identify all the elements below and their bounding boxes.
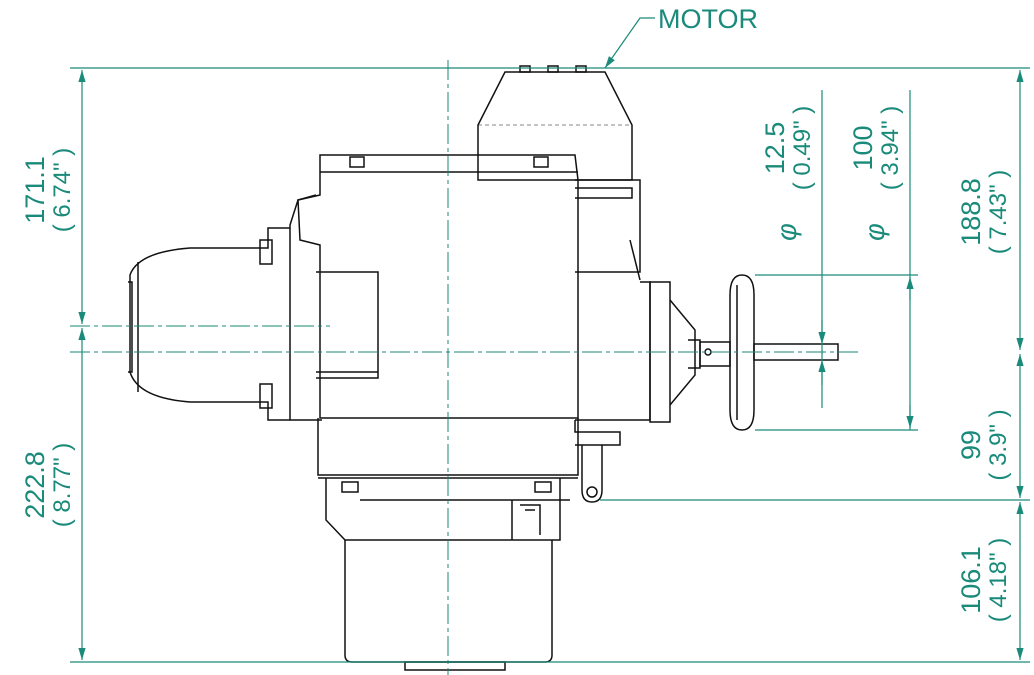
actuator-outline — [128, 65, 839, 671]
dimension-lines — [70, 17, 1030, 663]
motor-housing — [477, 71, 633, 181]
left-end-cap — [129, 227, 290, 421]
left-bottom-dim-in: ( 8.77" ) — [49, 443, 76, 528]
right-flange — [575, 179, 641, 273]
centerlines — [70, 60, 860, 675]
right-top-dim-mm: 188.8 — [956, 178, 986, 246]
handwheel — [729, 274, 755, 431]
left-top-dim-in: ( 6.74" ) — [49, 148, 76, 233]
right-mid-dim-in: ( 3.9" ) — [985, 409, 1012, 480]
right-top-dim-in: ( 7.43" ) — [985, 170, 1012, 255]
shaft-dia-mm: 12.5 — [760, 122, 790, 175]
wheel-dia-in: ( 3.94" ) — [877, 106, 904, 191]
left-bottom-dim-mm: 222.8 — [20, 451, 50, 519]
right-bottom-dim-in: ( 4.18" ) — [985, 538, 1012, 623]
phi-symbol-wheel: φ — [860, 223, 890, 241]
phi-symbol-shaft: φ — [772, 223, 802, 241]
lever — [581, 445, 603, 503]
motor-label: MOTOR — [658, 4, 758, 34]
right-mid-dim-mm: 99 — [956, 430, 986, 460]
left-top-dim-mm: 171.1 — [20, 156, 50, 224]
lower-body — [317, 418, 579, 476]
shaft-dia-in: ( 0.49" ) — [789, 106, 816, 191]
right-bottom-dim-mm: 106.1 — [956, 546, 986, 614]
wheel-dia-mm: 100 — [848, 125, 878, 170]
